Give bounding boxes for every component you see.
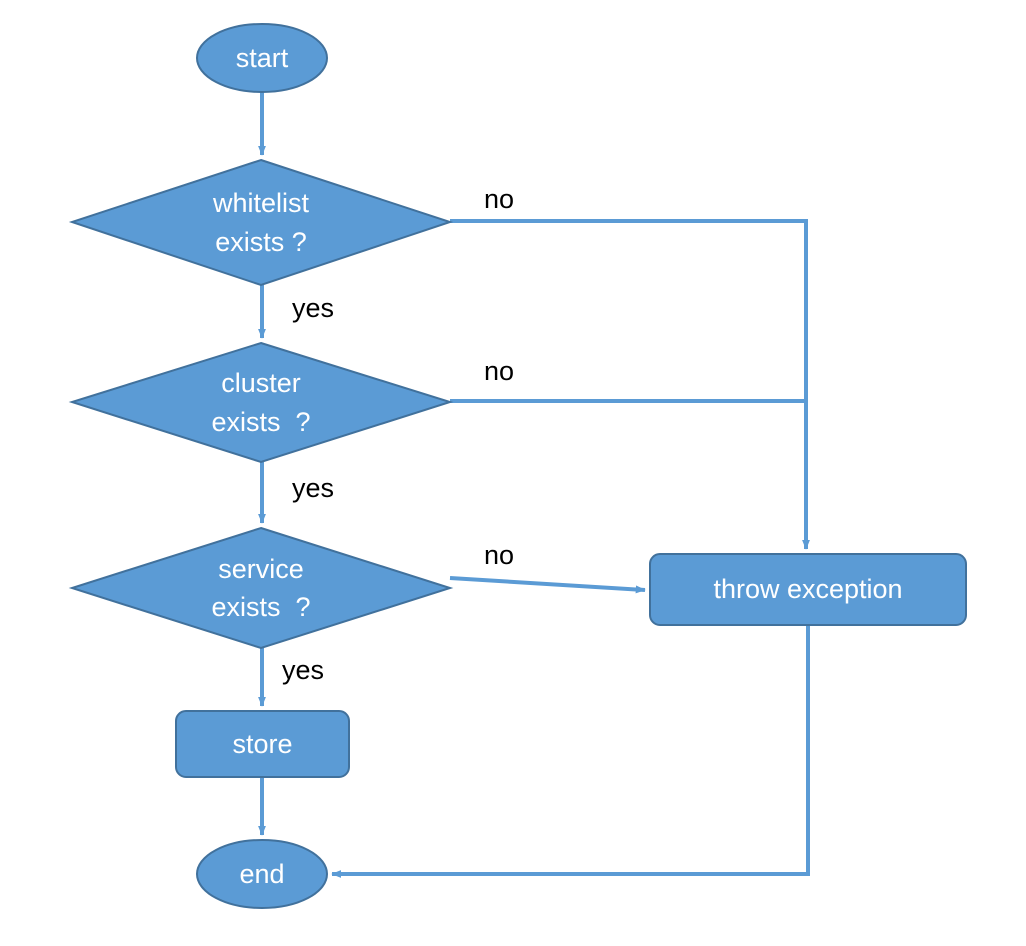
node-cluster-hit[interactable] <box>72 343 450 462</box>
node-throw-exception-hit[interactable] <box>650 554 966 625</box>
node-end[interactable] <box>196 839 328 909</box>
node-store-hit[interactable] <box>176 711 349 777</box>
node-whitelist[interactable] <box>68 158 454 287</box>
node-start-hit[interactable] <box>197 24 327 92</box>
node-end-hit[interactable] <box>197 840 327 908</box>
node-start[interactable] <box>196 23 328 93</box>
node-store[interactable] <box>175 710 350 778</box>
node-cluster[interactable] <box>68 341 454 464</box>
node-whitelist-hit[interactable] <box>72 160 450 285</box>
node-service-hit[interactable] <box>72 528 450 648</box>
edge-throw-exception-to-end <box>331 625 810 878</box>
node-service[interactable] <box>68 526 454 650</box>
edge-service-no <box>449 576 646 594</box>
node-throw-exception[interactable] <box>649 553 967 626</box>
